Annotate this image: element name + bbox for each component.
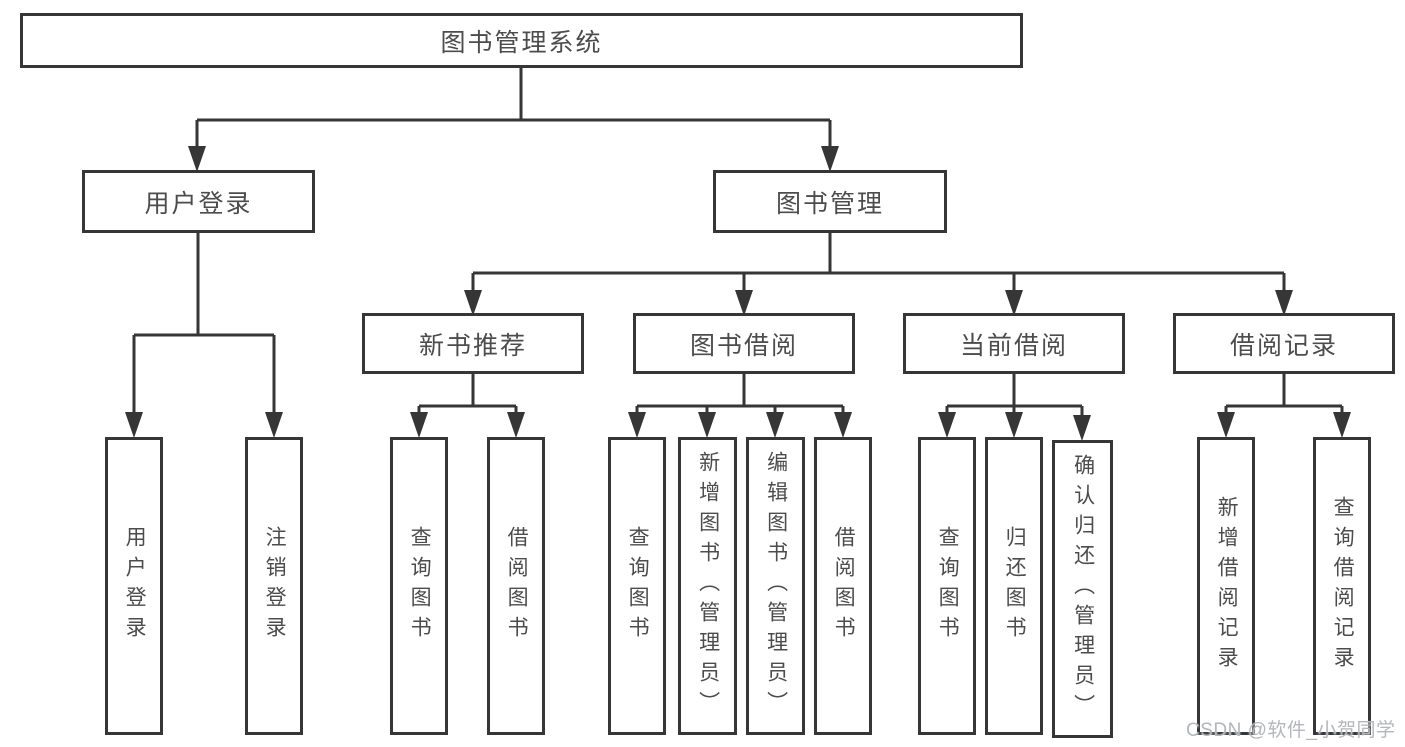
node-borrowing-records: 借阅记录 [1173,313,1395,374]
leaf-recommend-query-books: 查询图书 [390,437,448,735]
node-book-management: 图书管理 [713,170,947,233]
node-user-login-label: 用户登录 [144,189,253,218]
arrow-down-icon-user-login [188,146,206,172]
arrow-down-icon-records-add [1217,412,1235,438]
leaf-recommend-borrow-books: 借阅图书 [487,437,545,735]
arrow-down-icon-borrow-query [628,412,646,438]
arrow-down-icon-book-management [821,146,839,172]
leaf-borrow-query-books: 查询图书 [608,437,666,735]
leaf-recommend-query-books-label: 查询图书 [408,526,432,646]
node-borrowing-records-label: 借阅记录 [1229,331,1338,360]
leaf-current-return-books: 归还图书 [985,437,1043,735]
leaf-records-add-record-label: 新增借阅记录 [1215,496,1239,676]
connector-records-children [1224,374,1344,414]
watermark: CSDN @软件_小贺同学 [1186,720,1396,741]
node-new-book-recommend: 新书推荐 [362,313,584,374]
leaf-logout: 注销登录 [245,437,303,735]
arrow-down-icon-borrow-add [698,412,716,438]
leaf-user-login: 用户登录 [105,437,163,735]
leaf-records-add-record: 新增借阅记录 [1197,437,1255,735]
leaf-borrow-borrow-books: 借阅图书 [814,437,872,735]
arrow-down-icon-current-return [1005,412,1023,438]
connector-borrowing-children [635,374,845,414]
leaf-current-return-books-label: 归还图书 [1003,526,1027,646]
leaf-records-query-record: 查询借阅记录 [1313,437,1371,735]
leaf-logout-label: 注销登录 [263,526,287,646]
leaf-borrow-add-books-admin-label: 新增图书（管理员） [696,451,720,721]
connector-root-to-level1 [195,68,832,150]
arrow-down-icon-recommend-borrow [507,412,525,438]
node-new-book-recommend-label: 新书推荐 [418,331,527,360]
leaf-borrow-query-books-label: 查询图书 [626,526,650,646]
node-user-login: 用户登录 [82,170,315,233]
node-current-borrowing-label: 当前借阅 [959,331,1068,360]
arrow-down-icon-borrow-borrow [834,412,852,438]
arrow-down-icon-book-borrowing [735,290,753,316]
connector-recommend-children [417,374,518,414]
arrow-down-icon-leaf-logout [265,412,283,438]
leaf-current-query-books: 查询图书 [918,437,976,735]
leaf-borrow-add-books-admin: 新增图书（管理员） [678,437,737,735]
connector-current-children [945,374,1084,417]
leaf-user-login-label: 用户登录 [123,526,147,646]
arrow-down-icon-borrowing-records [1275,290,1293,316]
node-book-borrowing: 图书借阅 [633,313,855,374]
leaf-borrow-edit-books-admin-label: 编辑图书（管理员） [764,451,788,721]
node-library-system: 图书管理系统 [20,13,1023,68]
arrow-down-icon-new-book-recommend [464,290,482,316]
arrow-down-icon-current-borrowing [1005,290,1023,316]
connector-book-management-children [471,233,1286,292]
node-library-system-label: 图书管理系统 [440,28,603,57]
leaf-borrow-edit-books-admin: 编辑图书（管理员） [746,437,805,735]
node-current-borrowing: 当前借阅 [903,313,1125,374]
node-book-borrowing-label: 图书借阅 [689,331,798,360]
leaf-records-query-record-label: 查询借阅记录 [1331,496,1355,676]
connector-user-login-children [132,233,276,415]
leaf-current-confirm-return-admin-label: 确认归还（管理员） [1071,454,1095,724]
arrow-down-icon-borrow-edit [766,412,784,438]
arrow-down-icon-current-query [938,412,956,438]
leaf-current-query-books-label: 查询图书 [936,526,960,646]
arrow-down-icon-records-query [1333,412,1351,438]
leaf-recommend-borrow-books-label: 借阅图书 [505,526,529,646]
node-book-management-label: 图书管理 [775,189,884,218]
leaf-borrow-borrow-books-label: 借阅图书 [832,526,856,646]
arrow-down-icon-current-confirm [1073,415,1091,441]
leaf-current-confirm-return-admin: 确认归还（管理员） [1052,440,1113,738]
arrow-down-icon-leaf-user-login [125,412,143,438]
arrow-down-icon-recommend-query [410,412,428,438]
